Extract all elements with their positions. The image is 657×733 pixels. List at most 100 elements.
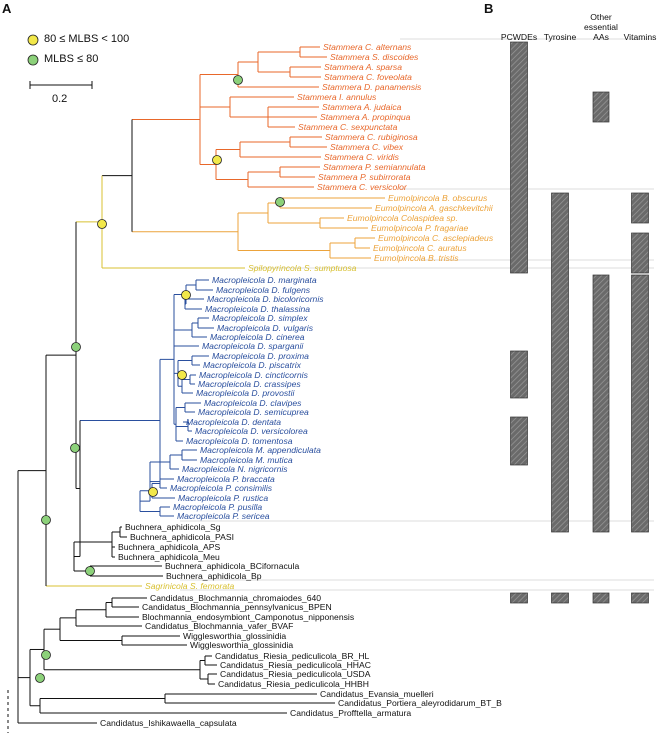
leaf-label: Candidatus_Blochmannia_pennsylvanicus_BP… bbox=[142, 602, 332, 612]
leaf-label: Buchnera_aphidicola_Bp bbox=[166, 571, 262, 581]
legend-yellow-node-icon bbox=[27, 34, 39, 46]
leaf-label: Macropleicola D. proxima bbox=[212, 351, 309, 361]
support-node-icon bbox=[41, 650, 51, 660]
leaf-label: Buchnera_aphidicola_PASI bbox=[130, 532, 234, 542]
support-node-icon bbox=[70, 443, 80, 453]
leaf-label: Stammera S. discoides bbox=[330, 52, 419, 62]
leaf-label: Candidatus_Riesia_pediculicola_BR_HL bbox=[215, 651, 370, 661]
leaf-label: Stammera C. sexpunctata bbox=[298, 122, 398, 132]
leaf-label: Stammera I. annulus bbox=[297, 92, 377, 102]
leaf-label: Macropleicola D. marginata bbox=[212, 275, 317, 285]
panel-b-letter: B bbox=[484, 1, 494, 16]
leaf-label: Sagrinicola S. femorata bbox=[145, 581, 235, 591]
leaf-label: Stammera A. propinqua bbox=[320, 112, 411, 122]
leaf-label: Candidatus_Portiera_aleyrodidarum_BT_B bbox=[338, 698, 502, 708]
leaf-label: Macropleicola D. fulgens bbox=[216, 285, 311, 295]
leaf-label: Macropleicola D. cincticornis bbox=[199, 370, 308, 380]
legend-green-node-icon bbox=[27, 54, 39, 66]
leaf-label: Stammera C. viridis bbox=[324, 152, 399, 162]
column-header: Tyrosine bbox=[543, 32, 577, 42]
leaf-label: Eumolpincola B. obscurus bbox=[388, 193, 488, 203]
leaf-label: Eumolpincola Colaspidea sp. bbox=[347, 213, 458, 223]
leaf-label: Macropleicola P. sericea bbox=[177, 511, 270, 521]
support-node-icon bbox=[71, 342, 81, 352]
leaf-label: Macropleicola D. sparganii bbox=[202, 341, 304, 351]
leaf-label: Macropleicola D. provostii bbox=[196, 388, 295, 398]
leaf-label: Macropleicola M. appendiculata bbox=[200, 445, 321, 455]
leaf-label: Candidatus_Blochmannia_vafer_BVAF bbox=[145, 621, 294, 631]
leaf-label: Macropleicola N. nigricornis bbox=[182, 464, 288, 474]
leaf-label: Stammera C. rubiginosa bbox=[325, 132, 418, 142]
presence-bar bbox=[592, 91, 610, 123]
leaf-label: Stammera A. judaica bbox=[322, 102, 402, 112]
leaf-label: Stammera A. sparsa bbox=[324, 62, 403, 72]
leaf-label: Blochmannia_endosymbiont_Camponotus_nipp… bbox=[142, 612, 355, 622]
legend-green-label: MLBS ≤ 80 bbox=[44, 53, 99, 65]
scale-bar-label: 0.2 bbox=[52, 93, 68, 105]
leaf-label: Macropleicola D. crassipes bbox=[198, 379, 301, 389]
leaf-label: Wigglesworthia_glossinidia bbox=[183, 631, 287, 641]
support-node-icon bbox=[233, 75, 243, 85]
presence-bar bbox=[510, 416, 528, 466]
leaf-label: Macropleicola D. simplex bbox=[212, 313, 308, 323]
leaf-label: Buchnera_aphidicola_BCifornacula bbox=[165, 561, 300, 571]
leaf-label: Macropleicola D. piscatrix bbox=[203, 360, 301, 370]
presence-bar bbox=[592, 592, 610, 604]
leaf-label: Eumolpincola C. auratus bbox=[373, 243, 467, 253]
leaf-label: Stammera P. semiannulata bbox=[323, 162, 426, 172]
support-node-icon bbox=[41, 515, 51, 525]
tree-branches bbox=[17, 46, 385, 724]
leaf-label: Buchnera_aphidicola_Sg bbox=[125, 522, 221, 532]
support-node-icon bbox=[97, 219, 107, 229]
presence-bar bbox=[631, 274, 649, 533]
presence-bar bbox=[551, 592, 569, 604]
presence-bar bbox=[551, 192, 569, 533]
leaf-label: Buchnera_aphidicola_APS bbox=[118, 542, 221, 552]
column-header: PCWDEs bbox=[500, 32, 538, 42]
leaf-label: Spilopyrincola S. sumptuosa bbox=[248, 263, 357, 273]
support-nodes bbox=[35, 75, 285, 683]
leaf-label: Eumolpincola C. asclepiadeus bbox=[378, 233, 494, 243]
leaf-label: Macropleicola D. versicolorea bbox=[195, 426, 308, 436]
support-node-icon bbox=[148, 487, 158, 497]
gene-presence-bars bbox=[510, 41, 649, 604]
presence-bar bbox=[631, 192, 649, 224]
leaf-label: Macropleicola D. bicoloricornis bbox=[207, 294, 324, 304]
leaf-label: Stammera C. versicolor bbox=[317, 182, 407, 192]
presence-bar bbox=[592, 274, 610, 533]
leaf-label: Macropleicola P. pusilla bbox=[173, 502, 263, 512]
support-node-icon bbox=[85, 566, 95, 576]
leaf-label: Macropleicola P. consimilis bbox=[170, 483, 273, 493]
panel-a-letter: A bbox=[2, 1, 12, 16]
presence-bar bbox=[631, 232, 649, 274]
column-header: Vitamins bbox=[623, 32, 657, 42]
leaf-label: Macropleicola M. mutica bbox=[200, 455, 293, 465]
leaf-label: Stammera C. foveolata bbox=[324, 72, 412, 82]
leaf-label: Macropleicola D. cinerea bbox=[210, 332, 305, 342]
presence-bar bbox=[631, 592, 649, 604]
leaf-label: Macropleicola D. semicuprea bbox=[198, 407, 309, 417]
leaf-label: Macropleicola D. tomentosa bbox=[186, 436, 293, 446]
support-node-icon bbox=[181, 290, 191, 300]
leaf-label: Candidatus_Profftella_armatura bbox=[290, 708, 412, 718]
support-node-icon bbox=[275, 197, 285, 207]
leaf-label: Macropleicola P. rustica bbox=[178, 493, 269, 503]
leaf-label: Stammera C. alternans bbox=[323, 42, 412, 52]
support-node-icon bbox=[177, 370, 187, 380]
leaf-label: Eumolpincola B. tristis bbox=[374, 253, 459, 263]
leaf-label: Wigglesworthia_glossinidia bbox=[190, 640, 294, 650]
leaf-label: Stammera P. subirrorata bbox=[318, 172, 411, 182]
presence-bar bbox=[510, 41, 528, 274]
presence-bar bbox=[510, 350, 528, 399]
leaf-label: Macropleicola D. clavipes bbox=[204, 398, 302, 408]
leaf-label: Candidatus_Riesia_pediculicola_USDA bbox=[220, 669, 371, 679]
leaf-label: Candidatus_Evansia_muelleri bbox=[320, 689, 434, 699]
leaf-label: Macropleicola D. thalassina bbox=[205, 304, 311, 314]
leaf-label: Eumolpincola P. fragariae bbox=[371, 223, 469, 233]
legend bbox=[27, 34, 93, 89]
support-node-icon bbox=[35, 673, 45, 683]
leaf-label: Macropleicola D. dentata bbox=[186, 417, 282, 427]
support-node-icon bbox=[212, 155, 222, 165]
leaf-label: Eumolpincola A. gaschkevitchii bbox=[375, 203, 493, 213]
leaf-label: Candidatus_Ishikawaella_capsulata bbox=[100, 718, 237, 728]
